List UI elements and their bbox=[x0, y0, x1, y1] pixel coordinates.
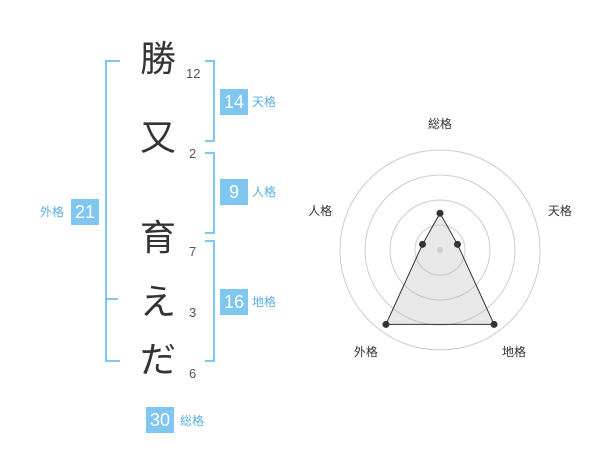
name-char-3: 育 bbox=[140, 218, 177, 259]
radar-axis-label-1: 総格 bbox=[428, 116, 452, 131]
stroke-count-2: 2 bbox=[189, 146, 197, 161]
jinkaku-bracket bbox=[205, 152, 215, 234]
chikaku-label: 地格 bbox=[252, 295, 277, 309]
gaikaku-label: 外格 bbox=[40, 205, 65, 219]
radar-point-4 bbox=[382, 320, 390, 328]
tenkaku-bracket bbox=[205, 60, 215, 142]
radar-point-3 bbox=[490, 320, 498, 328]
radar-center bbox=[437, 247, 443, 253]
radar-axis-label-2: 天格 bbox=[548, 203, 572, 218]
radar-point-2 bbox=[453, 240, 461, 248]
radar-point-1 bbox=[436, 209, 444, 217]
radar-ring bbox=[389, 199, 491, 301]
stroke-count-3: 7 bbox=[189, 244, 197, 259]
jinkaku-badge: 9 bbox=[220, 179, 248, 205]
chikaku-badge: 16 bbox=[220, 289, 248, 315]
radar-axis-label-5: 人格 bbox=[308, 203, 332, 218]
radar-ring bbox=[364, 174, 516, 326]
tenkaku-badge: 14 bbox=[220, 89, 248, 115]
soukaku-label: 総格 bbox=[180, 414, 205, 428]
stroke-count-5: 6 bbox=[189, 366, 197, 381]
jinkaku-label: 人格 bbox=[252, 185, 277, 199]
radar-ring bbox=[339, 149, 541, 351]
gaikaku-split-tick bbox=[105, 298, 118, 300]
tenkaku-label: 天格 bbox=[252, 95, 277, 109]
stroke-count-1: 12 bbox=[186, 66, 201, 81]
name-char-4: え bbox=[140, 282, 177, 323]
chikaku-bracket bbox=[205, 240, 215, 362]
radar-axis-label-4: 外格 bbox=[354, 344, 378, 359]
soukaku-badge: 30 bbox=[146, 407, 174, 433]
radar-polygon bbox=[385, 212, 495, 325]
name-char-5: だ bbox=[140, 340, 177, 381]
gaikaku-badge: 21 bbox=[71, 199, 99, 225]
radar-ring bbox=[414, 224, 466, 276]
radar-point-5 bbox=[419, 240, 427, 248]
stroke-count-4: 3 bbox=[189, 305, 197, 320]
radar-axis-label-3: 地格 bbox=[502, 344, 526, 359]
name-char-2: 又 bbox=[140, 118, 177, 159]
gaikaku-bracket bbox=[105, 60, 120, 362]
name-char-1: 勝 bbox=[140, 39, 177, 80]
